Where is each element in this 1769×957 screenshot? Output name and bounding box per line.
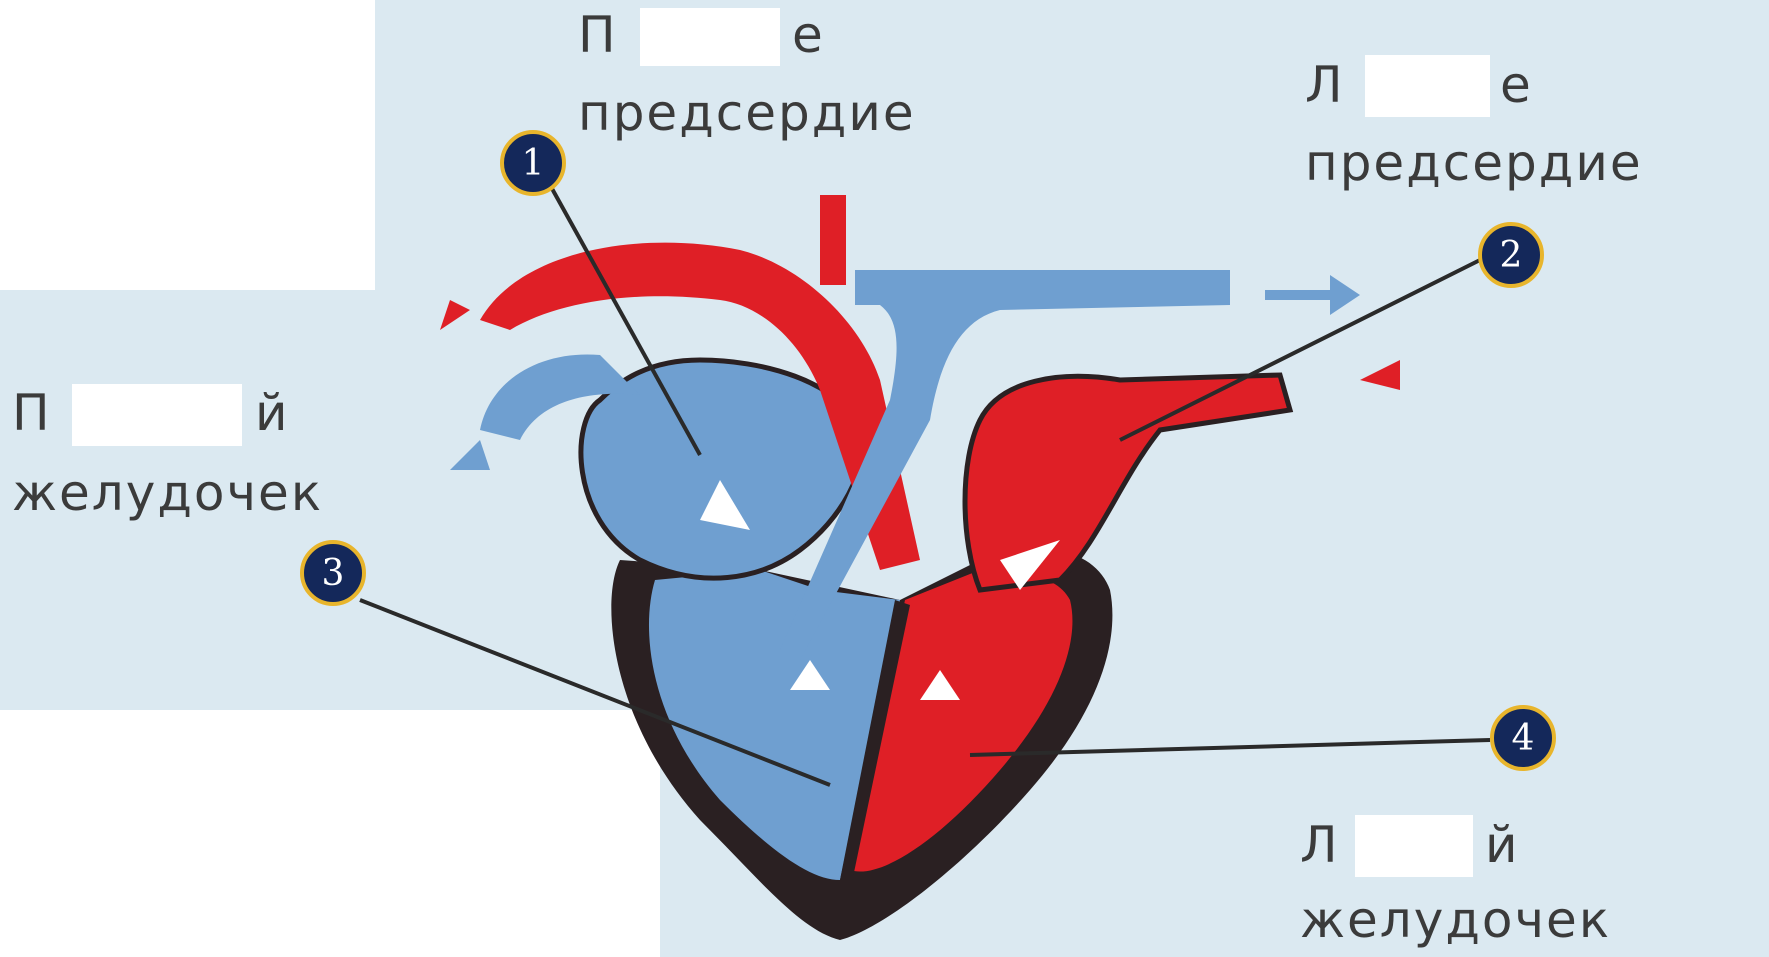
label-left-ventricle-line1-end: й — [1485, 820, 1520, 870]
label-right-atrium-line2: предсердие — [578, 88, 916, 138]
marker-3-badge: 3 — [300, 540, 366, 606]
marker-2-badge: 2 — [1478, 222, 1544, 288]
label-right-atrium-line1-end: е — [792, 10, 825, 60]
marker-4-badge: 4 — [1490, 705, 1556, 771]
label-left-atrium-line2: предсердие — [1305, 138, 1643, 188]
marker-1-badge: 1 — [500, 130, 566, 196]
arrow-pulmonary-out — [1265, 275, 1360, 315]
label-right-atrium-blank — [640, 8, 780, 66]
label-right-ventricle-line2: желудочек — [12, 468, 323, 518]
label-left-ventricle-line1-start: Л — [1300, 820, 1340, 870]
label-left-ventricle-line2: желудочек — [1300, 895, 1611, 945]
arrow-pulmonary-vein-in — [1360, 360, 1400, 390]
label-right-atrium-line1-start: П — [578, 10, 618, 60]
label-left-atrium-line1-start: Л — [1305, 60, 1345, 110]
arrow-vena-cava-in — [450, 440, 490, 470]
label-right-ventricle-line1-start: П — [12, 388, 52, 438]
label-left-atrium-line1-end: е — [1500, 60, 1533, 110]
aorta-branch — [820, 195, 846, 285]
label-right-ventricle-line1-end: й — [255, 388, 290, 438]
arrow-aorta-out — [440, 300, 470, 330]
label-left-atrium-blank — [1365, 55, 1490, 117]
label-right-ventricle-blank — [72, 384, 242, 446]
label-left-ventricle-blank — [1355, 815, 1473, 877]
